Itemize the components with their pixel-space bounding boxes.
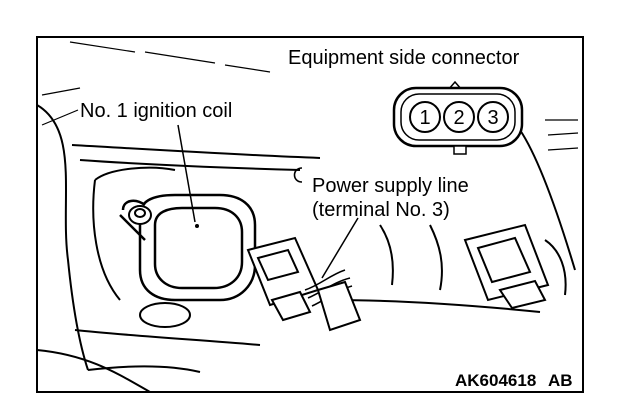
engine-cover-hatching [41,41,579,151]
cylinder-head-left [92,166,443,328]
pin-3-circle [477,101,509,133]
pin-2-label: 2 [453,107,464,129]
leader-lines [177,124,359,279]
coil-bolt [128,205,152,225]
coil-leader-line [177,124,196,223]
ignition-coil-body [119,193,257,302]
reference-code: AK604618 [455,371,536,390]
power-line-label: Power supply line [312,175,469,197]
connector-housing-inner [400,93,516,141]
coil-leader-dot [195,224,199,228]
reference-suffix: AB [548,371,573,390]
pin-3-label: 3 [487,107,498,129]
clip-mark [293,167,303,183]
figure-frame [36,36,584,393]
power-line-leader [321,217,359,279]
connector-latch [453,145,467,155]
coil-connector-left [246,236,320,322]
equipment-side-connector: 1 2 3 [392,80,524,155]
connector-label: Equipment side connector [288,47,520,69]
terminal-label: (terminal No. 3) [312,199,450,221]
connector-clip [316,280,362,332]
pin-1-circle [409,101,441,133]
pin-2-circle [443,101,475,133]
engine-cover-outline [36,104,576,393]
pin-1-label: 1 [419,107,430,129]
coil-connector-right [463,223,567,310]
coil-label: No. 1 ignition coil [80,100,232,122]
